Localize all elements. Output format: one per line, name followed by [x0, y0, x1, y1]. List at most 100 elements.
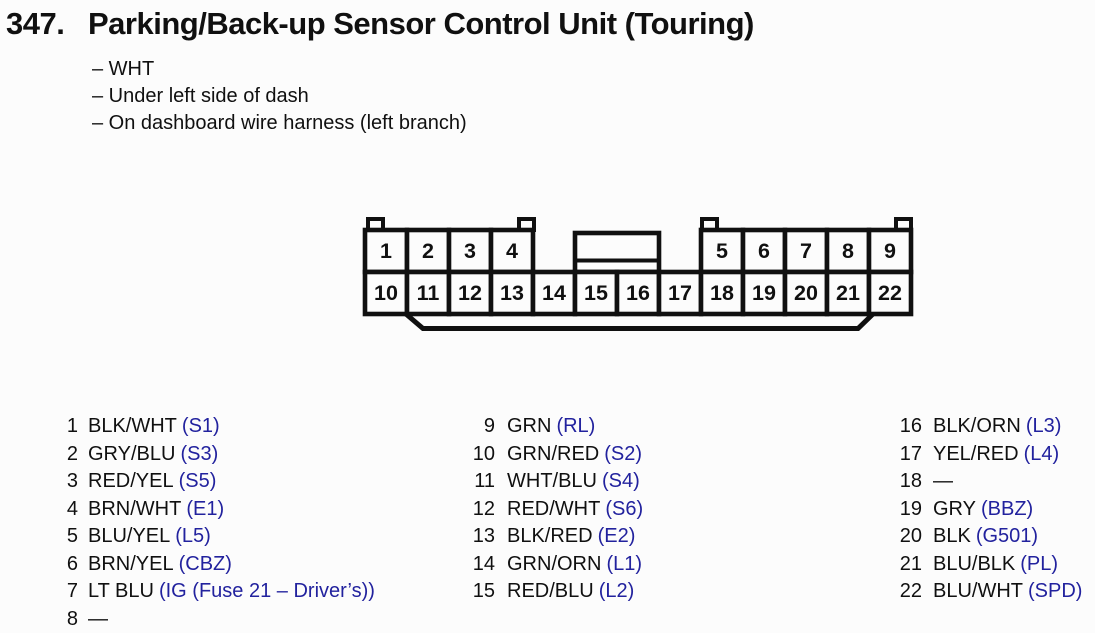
pin-number: 10 — [455, 441, 495, 469]
pin-number: 20 — [880, 523, 922, 551]
pin-number: 14 — [542, 281, 566, 305]
wire-color: LT BLU — [88, 580, 154, 602]
wire-color: BRN/YEL — [88, 553, 174, 575]
pin-row: 7 LT BLU(IG (Fuse 21 – Driver’s)) — [40, 578, 375, 606]
pin-number: 7 — [40, 578, 78, 606]
circuit-code: (L3) — [1026, 415, 1062, 437]
section-number: 347. — [6, 6, 88, 42]
wire-color: RED/WHT — [507, 498, 600, 520]
circuit-code: (RL) — [556, 415, 595, 437]
wire-color: GRN — [507, 415, 551, 437]
pin-number: 12 — [455, 496, 495, 524]
pin-row: 6 BRN/YEL(CBZ) — [40, 551, 375, 579]
circuit-code: (S6) — [605, 498, 643, 520]
pin-number: 5 — [40, 523, 78, 551]
circuit-code: (L2) — [599, 580, 635, 602]
pin-number: 3 — [40, 468, 78, 496]
pin-number: 18 — [880, 468, 922, 496]
wire-color: RED/YEL — [88, 470, 174, 492]
circuit-code: (S1) — [182, 415, 220, 437]
pin-number: 14 — [455, 551, 495, 579]
pin-number: 6 — [40, 551, 78, 579]
circuit-code: (L5) — [175, 525, 211, 547]
circuit-code: (S3) — [180, 443, 218, 465]
wire-color: WHT/BLU — [507, 470, 597, 492]
wire-color: GRY — [933, 498, 976, 520]
wire-color: GRY/BLU — [88, 443, 175, 465]
pin-row: 2 GRY/BLU(S3) — [40, 441, 375, 469]
circuit-code: (SPD) — [1028, 580, 1082, 602]
pin-number: 17 — [880, 441, 922, 469]
pin-number: 21 — [880, 551, 922, 579]
wire-color: BLK/RED — [507, 525, 593, 547]
pin-number: 1 — [40, 413, 78, 441]
page-title: 347. Parking/Back-up Sensor Control Unit… — [6, 6, 754, 42]
circuit-code: (S2) — [604, 443, 642, 465]
wire-color: GRN/ORN — [507, 553, 601, 575]
pin-row: 19 GRY(BBZ) — [880, 496, 1082, 524]
pin-number: 18 — [710, 281, 734, 305]
location-notes: – WHT – Under left side of dash – On das… — [92, 56, 467, 137]
connector-top-row-right: 5 6 7 8 9 — [701, 230, 911, 272]
circuit-code: (PL) — [1020, 553, 1058, 575]
circuit-code: (E2) — [598, 525, 636, 547]
pin-number: 13 — [455, 523, 495, 551]
pin-row: 16 BLK/ORN(L3) — [880, 413, 1082, 441]
wire-color: GRN/RED — [507, 443, 599, 465]
pin-row: 18 — — [880, 468, 1082, 496]
pin-number: 16 — [626, 281, 650, 305]
circuit-code: (L1) — [606, 553, 642, 575]
pin-number: 16 — [880, 413, 922, 441]
circuit-code: (L4) — [1024, 443, 1060, 465]
pin-number: 13 — [500, 281, 524, 305]
connector-bottom-row: 10 11 12 13 14 15 16 17 18 19 20 21 22 — [365, 272, 911, 314]
wire-color: BLK — [933, 525, 971, 547]
pin-number: 2 — [40, 441, 78, 469]
wire-color: BLK/ORN — [933, 415, 1021, 437]
pin-number: 21 — [836, 281, 860, 305]
wire-color: — — [933, 470, 953, 492]
pin-number: 19 — [880, 496, 922, 524]
pin-number: 11 — [455, 468, 495, 496]
pin-row: 3 RED/YEL(S5) — [40, 468, 375, 496]
pin-row: 8— — [40, 606, 375, 633]
pin-number: 4 — [40, 496, 78, 524]
pin-number: 12 — [458, 281, 482, 305]
connector-top-row-left: 1 2 3 4 — [365, 230, 533, 272]
pin-row: 14 GRN/ORN(L1) — [455, 551, 643, 579]
circuit-code: (BBZ) — [981, 498, 1033, 520]
pin-number: 3 — [464, 239, 476, 263]
pin-number: 4 — [506, 239, 518, 263]
location-note: – On dashboard wire harness (left branch… — [92, 110, 467, 137]
pin-number: 20 — [794, 281, 818, 305]
circuit-code: (IG (Fuse 21 – Driver’s)) — [159, 580, 375, 602]
pin-number: 19 — [752, 281, 776, 305]
connector-diagram: 1 2 3 4 5 6 7 8 9 10 11 12 13 14 15 16 — [362, 215, 918, 333]
pin-number: 15 — [455, 578, 495, 606]
pin-number: 1 — [380, 239, 392, 263]
location-note: – WHT — [92, 56, 467, 83]
pin-number: 7 — [800, 239, 812, 263]
pin-number: 17 — [668, 281, 692, 305]
circuit-code: (CBZ) — [179, 553, 232, 575]
pin-row: 11 WHT/BLU(S4) — [455, 468, 643, 496]
pin-number: 8 — [40, 606, 78, 633]
circuit-code: (S5) — [179, 470, 217, 492]
wire-color: BLU/YEL — [88, 525, 170, 547]
pin-number: 5 — [716, 239, 728, 263]
circuit-code: (S4) — [602, 470, 640, 492]
location-note: – Under left side of dash — [92, 83, 467, 110]
wire-color: — — [88, 608, 108, 630]
pin-row: 10 GRN/RED(S2) — [455, 441, 643, 469]
pin-number: 6 — [758, 239, 770, 263]
pin-number: 10 — [374, 281, 398, 305]
